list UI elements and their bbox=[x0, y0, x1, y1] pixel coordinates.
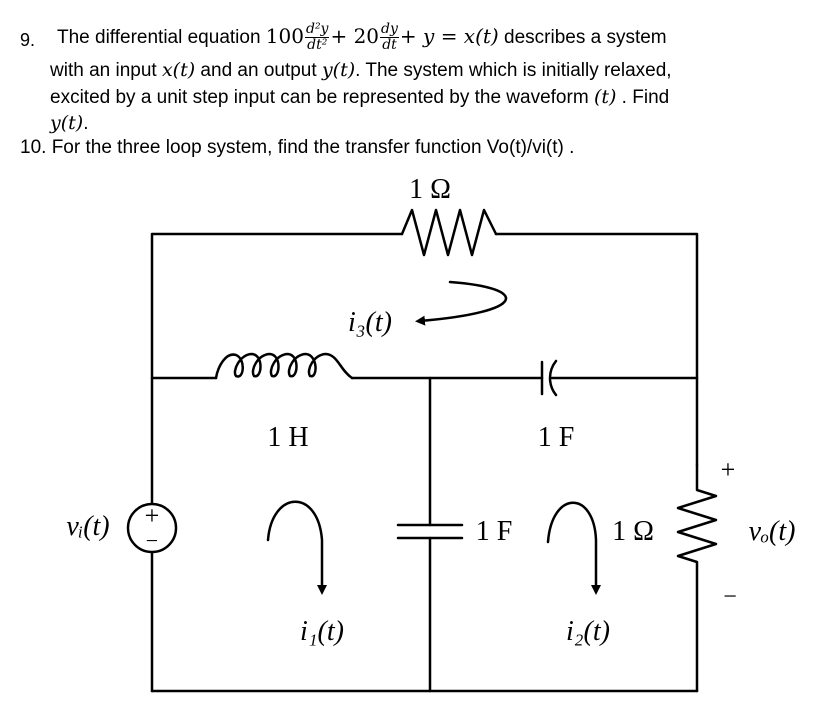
voltage-source bbox=[126, 502, 178, 554]
inductor-label: 1 H bbox=[267, 422, 308, 453]
vi-label: vᵢ(t) bbox=[66, 511, 109, 542]
question-10: 10. For the three loop system, find the … bbox=[20, 134, 574, 162]
i1-arrow bbox=[266, 500, 327, 595]
i2-label: i₂(t) bbox=[566, 616, 610, 647]
top-wire-right bbox=[494, 232, 699, 467]
inductor bbox=[214, 352, 354, 380]
top-capacitor-plate-right bbox=[548, 359, 558, 397]
coefficient-100: 100 bbox=[265, 24, 304, 48]
top-wire bbox=[150, 232, 404, 693]
source-plus-sign: + bbox=[145, 501, 160, 530]
i2-arrow bbox=[546, 501, 601, 595]
question-9-line-2: with an input x(t) and an output y(t). T… bbox=[50, 59, 672, 81]
vo-minus-sign: − bbox=[723, 584, 737, 610]
question-10-text: For the three loop system, find the tran… bbox=[51, 137, 575, 158]
i3-arrow bbox=[415, 280, 508, 326]
i1-label: i₁(t) bbox=[300, 616, 344, 647]
source-minus-sign: − bbox=[146, 528, 158, 553]
question-10-number: 10. bbox=[20, 137, 47, 158]
top-resistor-label: 1 Ω bbox=[409, 174, 451, 205]
right-resistor bbox=[676, 463, 718, 693]
question-9-number: 9. bbox=[20, 30, 36, 50]
coefficient-20: + 20 bbox=[330, 24, 380, 48]
i3-label: i₃(t) bbox=[348, 307, 392, 338]
vo-label: vₒ(t) bbox=[749, 516, 796, 547]
question-9-line-4: y(t). bbox=[50, 112, 89, 134]
center-capacitor-label: 1 F bbox=[476, 516, 513, 547]
top-capacitor-label: 1 F bbox=[538, 422, 575, 453]
equation-tail: + y = x(t) bbox=[399, 24, 499, 48]
right-resistor-label: 1 Ω bbox=[612, 516, 654, 547]
top-resistor bbox=[400, 208, 498, 257]
vo-plus-sign: + bbox=[721, 455, 736, 484]
question-9-line-3: excited by a unit step input can be repr… bbox=[50, 86, 670, 108]
